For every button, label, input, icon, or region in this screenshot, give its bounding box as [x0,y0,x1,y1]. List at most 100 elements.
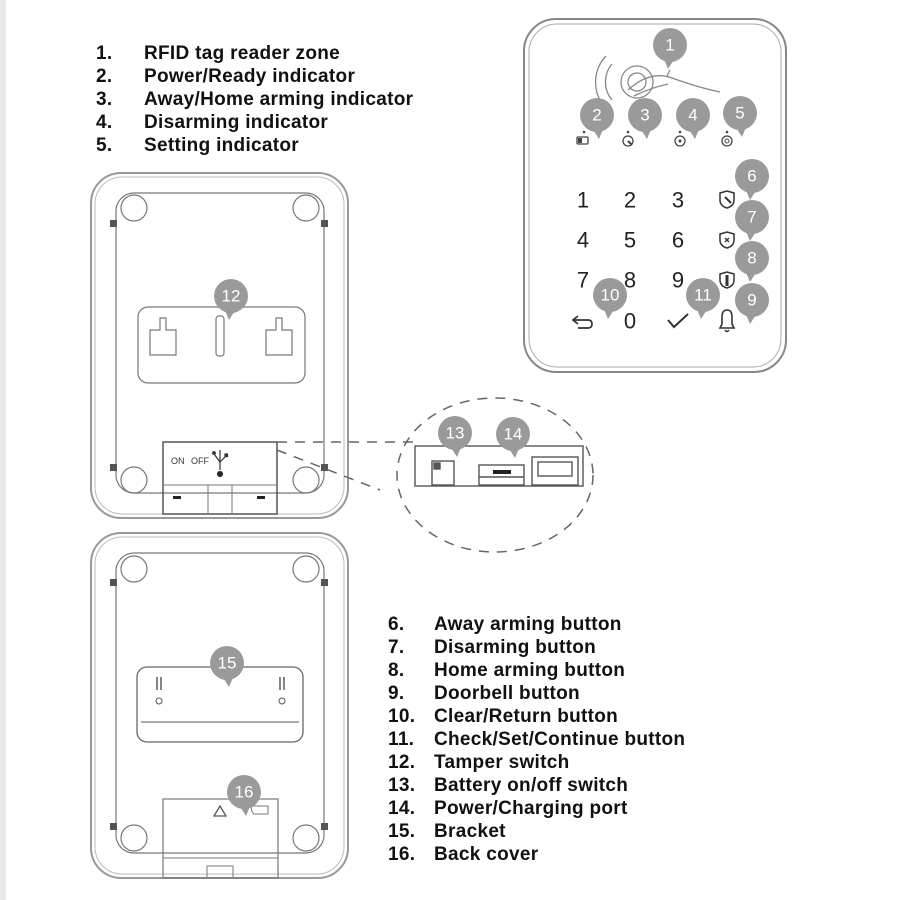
callout-15: 15 [210,646,244,687]
disarm-icon [674,135,686,147]
callout-14: 14 [496,417,530,458]
zoom-connector-lines [276,397,594,553]
key-9[interactable]: 9 [672,268,684,293]
legend-number: 14. [388,798,416,819]
rfid-reader-icon [594,55,721,107]
home-arm-shield-icon [719,271,735,289]
legend-number: 11. [388,729,415,750]
legend-label: RFID tag reader zone [144,43,341,64]
key-4[interactable]: 4 [577,228,589,253]
legend-label: Check/Set/Continue button [434,729,686,750]
callout-9: 9 [735,283,769,324]
key-1[interactable]: 1 [577,188,589,213]
callout-13: 13 [438,416,472,457]
away-arm-shield-icon [719,190,735,209]
legend-label: Power/Ready indicator [144,66,356,87]
clear-return-button[interactable] [571,315,593,329]
legend-number: 6. [388,614,405,635]
check-set-button[interactable] [667,313,689,329]
key-8[interactable]: 8 [624,268,636,293]
legend-label: Away/Home arming indicator [144,89,414,110]
battery-switch-off-label: OFF [191,456,209,466]
keypad-keys: 1 2 3 4 5 6 7 8 9 0 [577,188,684,334]
svg-text:13: 13 [446,424,465,443]
legend-number: 1. [96,43,113,64]
battery-switch-on-label: ON [171,456,185,466]
callout-6: 6 [735,159,769,200]
legend-item: 13.Battery on/off switch [388,774,685,797]
legend-label: Bracket [434,821,506,842]
legend-number: 8. [388,660,405,681]
legend-number: 10. [388,706,416,727]
legend-label: Disarming button [434,637,597,658]
key-7[interactable]: 7 [577,268,589,293]
battery-icon [576,136,589,145]
home-arm-button[interactable] [719,271,735,289]
legend-buttons-parts: 6.Away arming button 7.Disarming button … [388,613,685,866]
legend-label: Tamper switch [434,752,570,773]
svg-text:6: 6 [747,167,756,186]
svg-text:14: 14 [504,425,523,444]
callout-16: 16 [227,775,261,816]
legend-item: 2.Power/Ready indicator [96,65,413,88]
disarm-shield-icon [719,231,735,249]
callout-10: 10 [593,278,627,319]
indicator-away-home [622,130,634,147]
callout-2: 2 [580,98,614,139]
legend-item: 15.Bracket [388,820,685,843]
key-5[interactable]: 5 [624,228,636,253]
disarm-button[interactable] [719,231,735,249]
legend-item: 8.Home arming button [388,659,685,682]
key-2[interactable]: 2 [624,188,636,213]
svg-text:16: 16 [235,783,254,802]
key-0[interactable]: 0 [624,309,636,334]
usb-icon [212,450,229,478]
legend-label: Battery on/off switch [434,775,629,796]
return-arrow-icon [574,319,593,329]
key-6[interactable]: 6 [672,228,684,253]
legend-number: 4. [96,112,113,133]
legend-number: 16. [388,844,416,865]
back-view-bracket [90,532,349,879]
legend-item: 11. Check/Set/Continue button [388,728,685,751]
svg-text:11: 11 [694,286,712,305]
legend-label: Back cover [434,844,539,865]
svg-text:9: 9 [747,291,756,310]
legend-label: Clear/Return button [434,706,619,727]
legend-item: 14. Power/Charging port [388,797,685,820]
svg-text:5: 5 [735,104,744,123]
away-arm-button[interactable] [719,190,735,209]
key-3[interactable]: 3 [672,188,684,213]
legend-item: 16. Back cover [388,843,685,866]
indicator-disarming [674,130,686,147]
legend-number: 7. [388,637,405,658]
legend-item: 9. Doorbell button [388,682,685,705]
legend-number: 5. [96,135,113,156]
callout-4: 4 [676,98,710,139]
legend-number: 3. [96,89,113,110]
legend-label: Doorbell button [434,683,580,704]
check-icon [667,313,689,329]
legend-item: 10. Clear/Return button [388,705,685,728]
setting-icon [721,135,733,147]
svg-text:3: 3 [640,106,649,125]
legend-label: Power/Charging port [434,798,628,819]
svg-text:4: 4 [688,106,697,125]
callout-5: 5 [723,96,757,137]
svg-text:2: 2 [592,106,601,125]
svg-text:8: 8 [747,249,756,268]
callout-1: 1 [653,28,687,69]
charging-port [478,464,525,486]
legend-label: Away arming button [434,614,622,635]
callout-3: 3 [628,98,662,139]
legend-number: 12. [388,752,416,773]
doorbell-button[interactable] [718,309,736,333]
legend-label: Disarming indicator [144,112,329,133]
away-home-icon [622,135,634,147]
svg-text:12: 12 [222,287,241,306]
legend-number: 9. [388,683,405,704]
legend-label: Setting indicator [144,135,299,156]
svg-text:15: 15 [218,654,237,673]
callout-8: 8 [735,241,769,282]
